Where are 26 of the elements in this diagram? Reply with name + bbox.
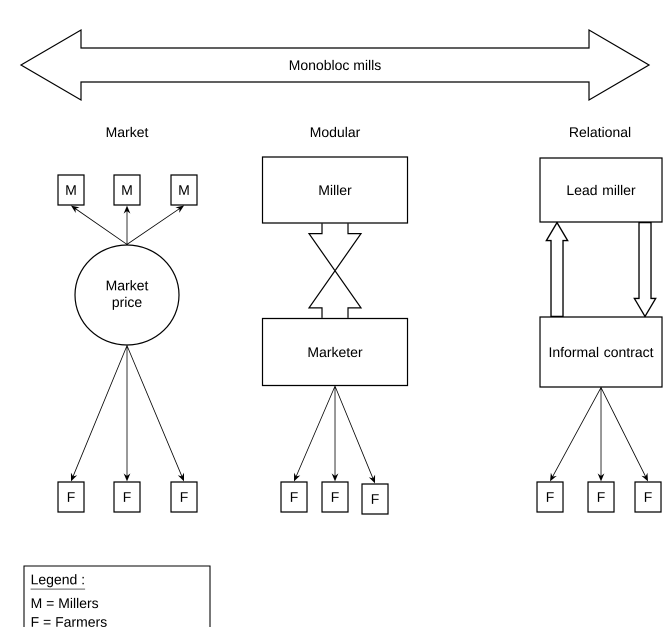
column-heading: Market [106,126,148,138]
box: M [170,174,198,206]
box: F [361,483,389,515]
box: M [57,174,85,206]
box: Lead miller [539,157,663,223]
box: Marketer [262,318,408,386]
column-heading: Relational [570,126,630,138]
box: F [170,481,198,513]
block-arrow [545,221,569,318]
column-heading: Modular [310,126,360,138]
block-arrow [633,222,657,318]
box: Informal contract [539,316,663,388]
box: F [536,481,564,513]
box: Miller [262,156,408,224]
arrow [71,206,128,245]
legend-entry: M = Millers [32,598,98,608]
arrow [126,206,184,245]
box: F [113,481,141,513]
legend-entry: F = Farmers [32,617,107,627]
box: F [280,481,308,513]
box: F [634,481,662,513]
box: M [113,174,141,206]
box: F [57,481,85,513]
box: F [587,481,615,513]
box: F [321,481,349,513]
cross-connector [308,223,362,318]
